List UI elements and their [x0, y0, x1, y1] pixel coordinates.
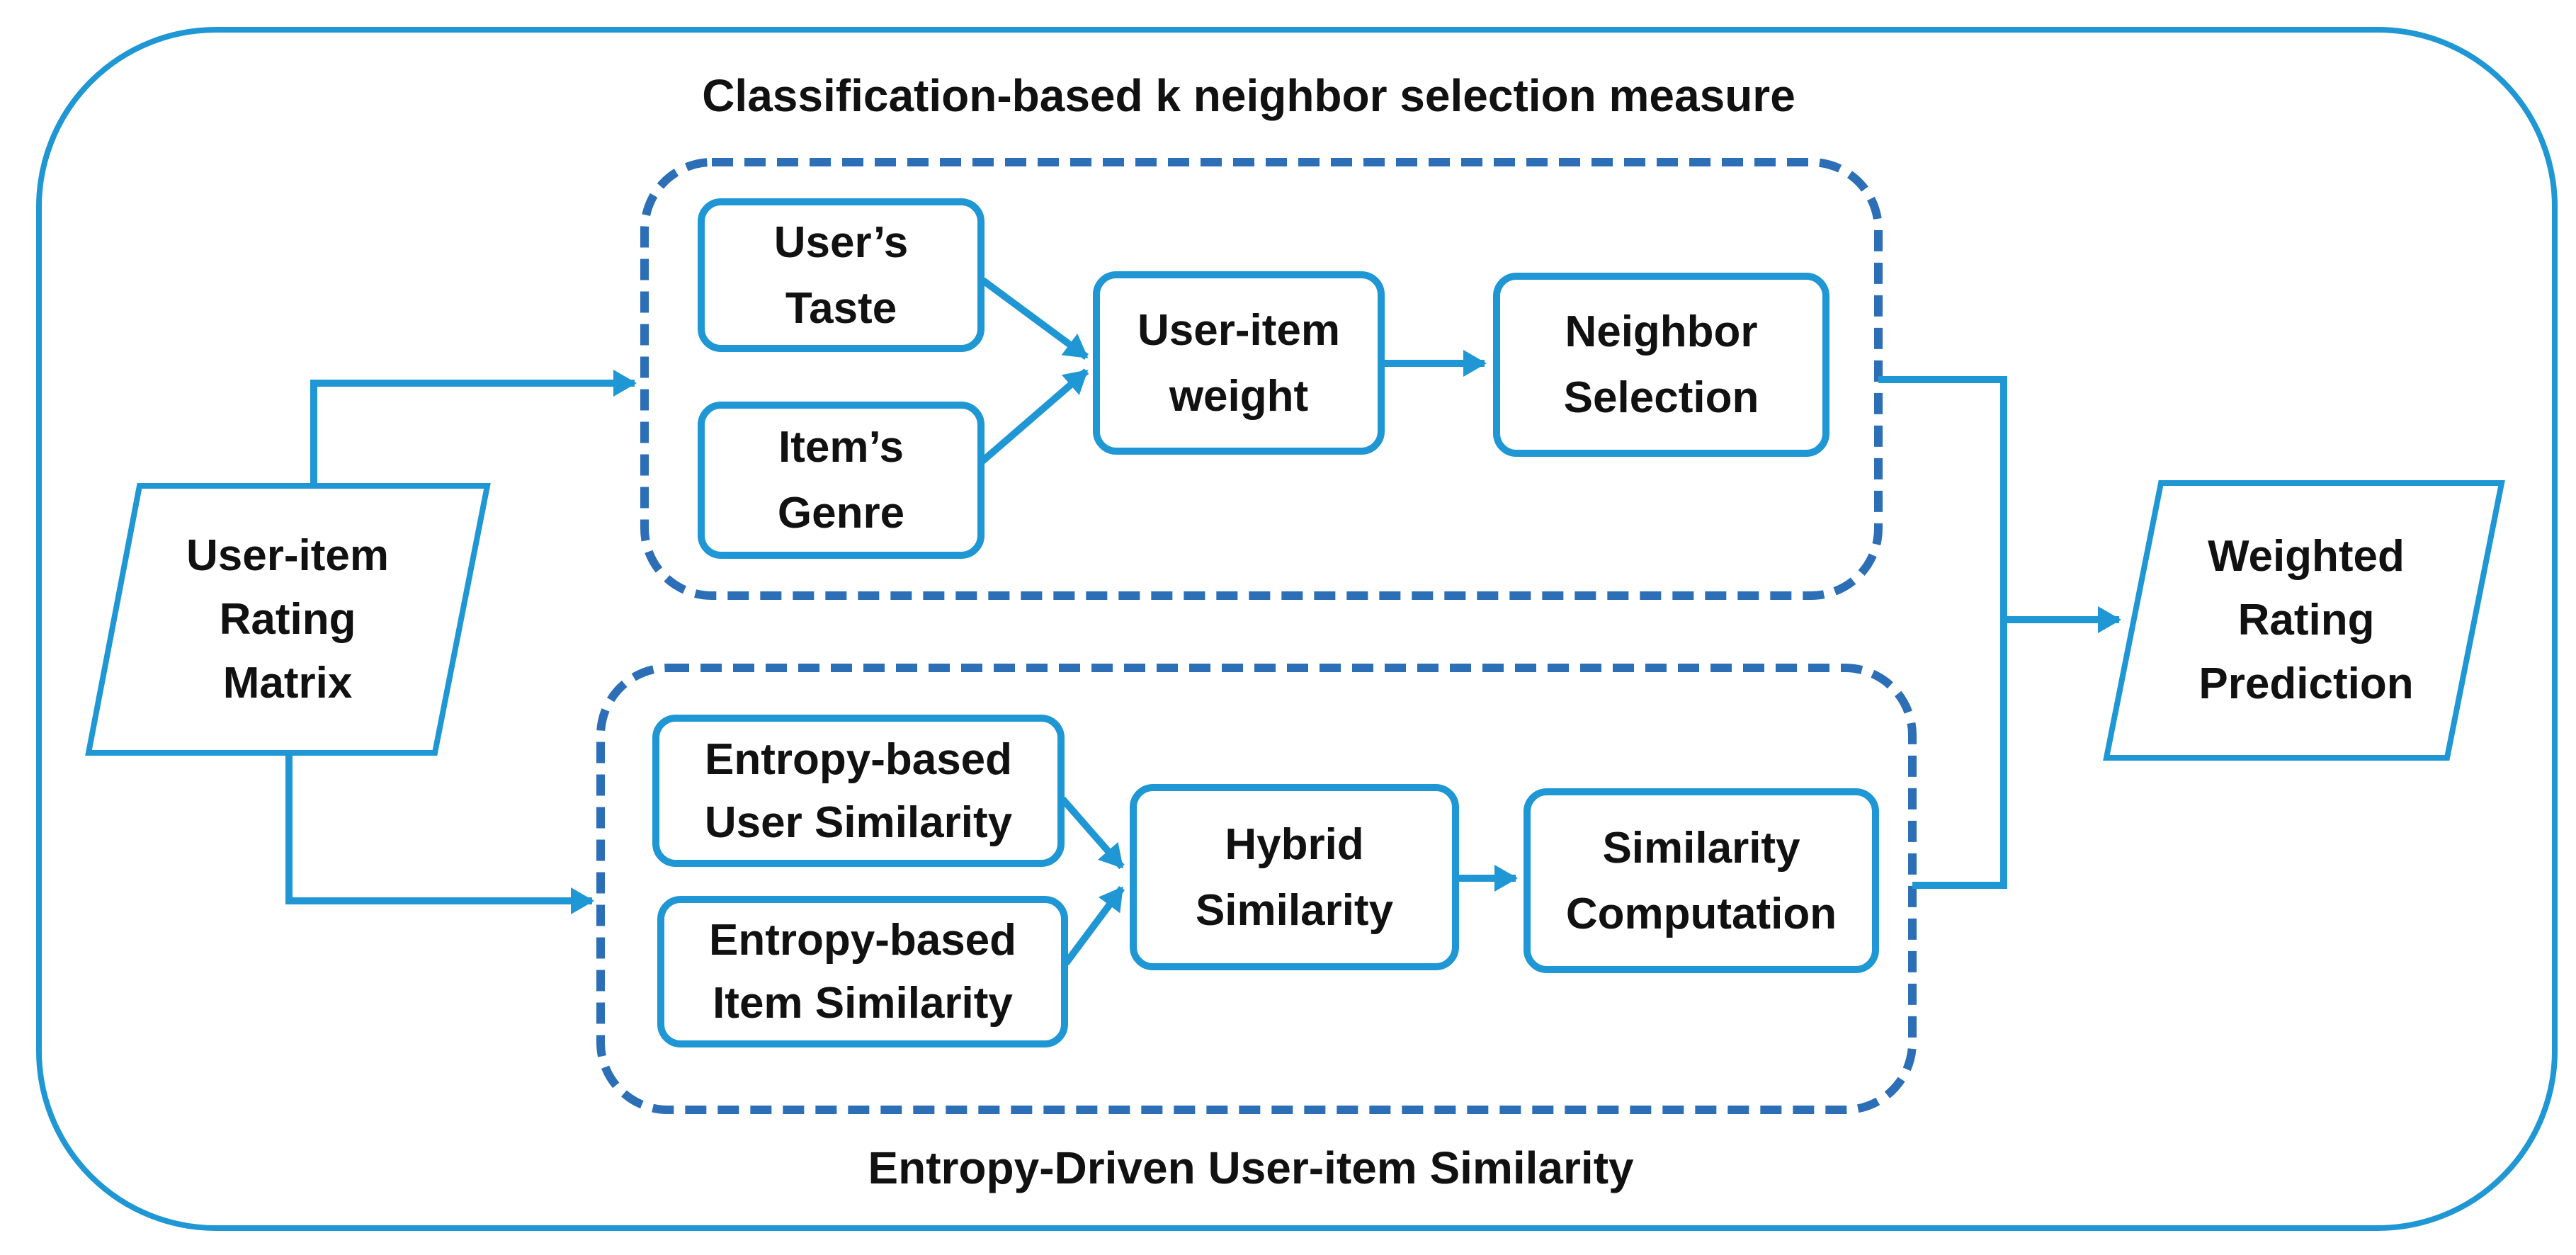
connector-matrix-to-classification: [310, 370, 637, 489]
users-taste-label: User’s Taste: [701, 202, 981, 348]
rating-matrix-shape: [85, 483, 491, 756]
user-item-weight-line2: weight: [1169, 371, 1309, 421]
user-item-weight-line1: User-item: [1137, 305, 1340, 355]
entropy-module-title: Entropy-Driven User-item Similarity: [868, 1142, 1634, 1193]
weighted-rating-prediction-shape: [2103, 480, 2505, 761]
connector-modules-merge: [1878, 376, 2007, 889]
rating-matrix-line2: Rating: [219, 594, 356, 644]
weighted-rating-prediction-line2: Rating: [2237, 596, 2375, 644]
rating-matrix-line3: Matrix: [222, 658, 353, 708]
user-item-weight-shape: [1093, 271, 1385, 455]
users-taste-shape: [698, 198, 985, 352]
entropy-user-similarity-shape: [652, 715, 1065, 867]
entropy-user-similarity-line2: User Similarity: [704, 797, 1013, 847]
neighbor-selection-shape: [1493, 273, 1829, 457]
weighted-rating-prediction-label: Weighted Rating Prediction: [2134, 483, 2478, 758]
items-genre-label: Item’s Genre: [701, 405, 981, 555]
hybrid-similarity-line1: Hybrid: [1225, 819, 1364, 869]
entropy-item-similarity-label: Entropy-based Item Similarity: [661, 899, 1065, 1044]
entropy-user-similarity-line1: Entropy-based: [704, 734, 1013, 784]
items-genre-shape: [698, 402, 985, 559]
similarity-computation-label: Similarity Computation: [1527, 792, 1876, 970]
neighbor-selection-line1: Neighbor: [1565, 307, 1758, 356]
entropy-user-similarity-label: Entropy-based User Similarity: [656, 718, 1061, 863]
connector-matrix-to-entropy: [285, 753, 594, 914]
classification-module-title: Classification-based k neighbor selectio…: [702, 70, 1795, 121]
rating-matrix-line1: User-item: [186, 530, 389, 580]
users-taste-line1: User’s: [773, 217, 909, 267]
hybrid-similarity-line2: Similarity: [1195, 885, 1394, 935]
entropy-item-similarity-shape: [657, 896, 1068, 1047]
hybrid-similarity-shape: [1130, 784, 1459, 970]
weighted-rating-prediction-line3: Prediction: [2198, 659, 2414, 708]
connector-itemsim-to-hybrid: [1062, 886, 1125, 965]
entropy-item-similarity-line2: Item Similarity: [713, 979, 1013, 1028]
similarity-computation-line2: Computation: [1565, 889, 1837, 938]
connector-genre-to-weight: [979, 368, 1089, 465]
neighbor-selection-label: Neighbor Selection: [1497, 276, 1826, 453]
items-genre-line1: Item’s: [778, 423, 904, 472]
hybrid-similarity-label: Hybrid Similarity: [1133, 788, 1456, 967]
connector-taste-to-weight: [981, 277, 1089, 360]
outer-border: [36, 27, 2558, 1231]
connector-usersim-to-hybrid: [1060, 796, 1125, 870]
user-item-weight-label: User-item weight: [1096, 275, 1381, 451]
entropy-item-similarity-line1: Entropy-based: [708, 916, 1017, 965]
weighted-rating-prediction-line1: Weighted: [2208, 532, 2405, 581]
neighbor-selection-line2: Selection: [1563, 373, 1759, 422]
users-taste-line2: Taste: [785, 283, 897, 333]
similarity-computation-shape: [1524, 788, 1879, 973]
items-genre-line2: Genre: [777, 489, 905, 538]
rating-matrix-label: User-item Rating Matrix: [107, 486, 468, 753]
similarity-computation-line1: Similarity: [1602, 823, 1800, 873]
